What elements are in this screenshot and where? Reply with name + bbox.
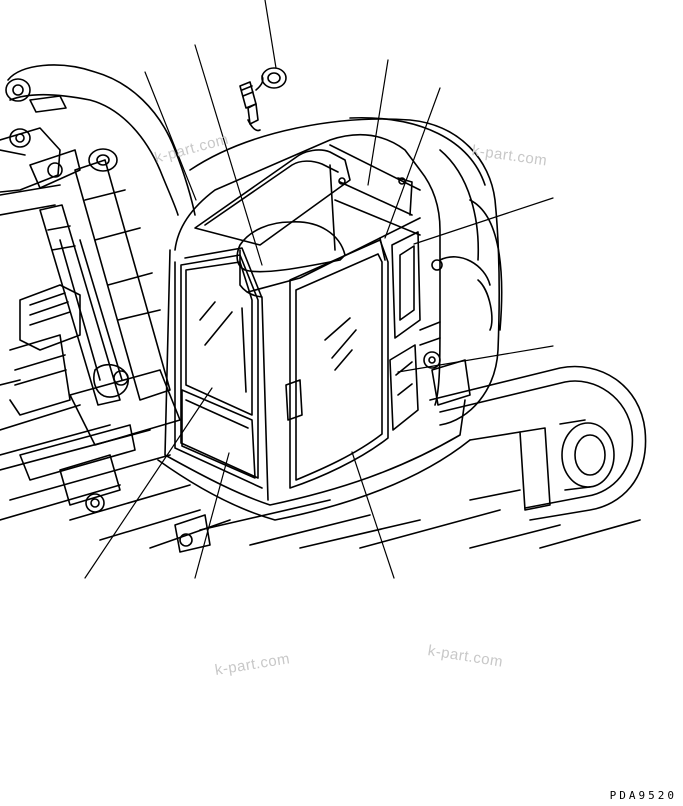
leader-connector: [264, 0, 277, 69]
leader-side-window: [413, 197, 554, 245]
leader-front-lower-window: [194, 452, 230, 579]
leader-side-lower-window: [397, 345, 554, 373]
drawing-code: PDA9520: [609, 789, 677, 802]
cab-body: [157, 134, 471, 521]
callout-leaders: [84, 0, 554, 579]
undercarriage: [0, 365, 647, 553]
leader-door-window: [351, 451, 395, 579]
leader-rear-window: [367, 59, 389, 186]
leader-upper-right-window: [384, 87, 441, 239]
boom-linkage: [0, 64, 196, 456]
leader-front-upper-window: [84, 387, 213, 579]
leader-roof-window: [194, 44, 263, 266]
upper-structure: [189, 116, 503, 426]
leader-roof-panel: [144, 71, 197, 201]
connector-plug-icon: [239, 67, 287, 132]
